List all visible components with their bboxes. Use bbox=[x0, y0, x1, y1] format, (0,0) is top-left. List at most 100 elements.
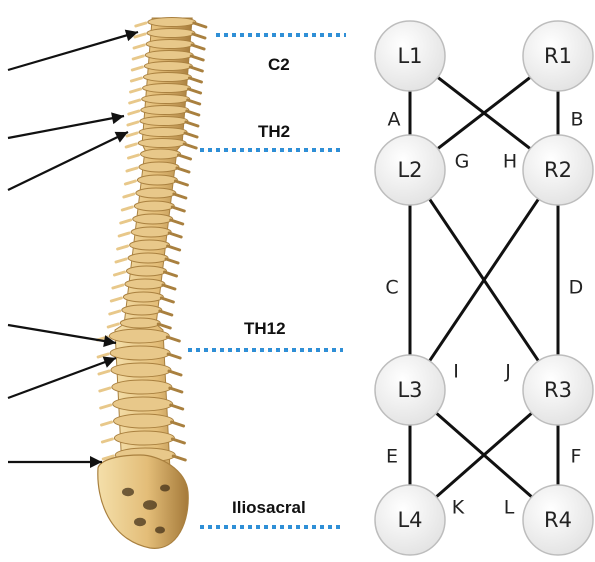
vertebra bbox=[133, 214, 173, 224]
vertebra-process bbox=[125, 181, 135, 184]
vertebra bbox=[143, 84, 191, 93]
vertebra bbox=[148, 18, 196, 27]
vertebra-process bbox=[175, 181, 187, 185]
vertebra-process bbox=[166, 259, 178, 263]
vertebra-process bbox=[169, 233, 181, 237]
vertebra-process bbox=[169, 371, 181, 375]
sacral-foramen bbox=[160, 485, 170, 492]
edge-label-j: J bbox=[504, 361, 511, 383]
vertebra-process bbox=[98, 354, 108, 357]
vertebra bbox=[112, 380, 172, 394]
vertebra bbox=[126, 266, 166, 276]
vertebra-process bbox=[189, 78, 201, 82]
vertebra-process bbox=[177, 168, 189, 172]
vertebra bbox=[145, 51, 193, 60]
vertebra bbox=[146, 40, 194, 49]
vertebra-process bbox=[134, 45, 144, 48]
vertebra-process bbox=[171, 220, 183, 224]
sacral-foramen bbox=[134, 518, 146, 526]
vertebra bbox=[140, 117, 188, 126]
edge-label-g: G bbox=[455, 151, 470, 173]
vertebra bbox=[138, 139, 186, 148]
edge-label-e: E bbox=[386, 446, 398, 468]
level-label-th12: TH12 bbox=[244, 319, 286, 338]
node-l4: L4 bbox=[375, 485, 445, 555]
vertebra-process bbox=[186, 122, 198, 126]
vertebra-process bbox=[187, 111, 199, 115]
vertebra-process bbox=[135, 34, 145, 37]
vertebra bbox=[114, 431, 174, 445]
vertebra-process bbox=[184, 144, 196, 148]
edge-label-d: D bbox=[569, 277, 584, 299]
vertebra bbox=[147, 29, 195, 38]
vertebra bbox=[111, 363, 171, 377]
vertebra bbox=[136, 188, 176, 198]
edge-label-f: F bbox=[571, 446, 582, 468]
node-label: R3 bbox=[544, 378, 572, 402]
vertebra bbox=[139, 128, 187, 137]
vertebra-process bbox=[188, 100, 200, 104]
vertebra bbox=[114, 414, 174, 428]
node-label: R4 bbox=[544, 508, 572, 532]
sacrum bbox=[98, 455, 188, 548]
pointer-arrow-line bbox=[8, 116, 124, 138]
vertebra bbox=[141, 149, 181, 159]
vertebra-process bbox=[130, 100, 140, 103]
level-markers: C2 TH2 TH12 Iliosacral bbox=[188, 35, 346, 527]
vertebra bbox=[122, 305, 162, 315]
vertebra bbox=[142, 95, 190, 104]
pointer-arrow-line bbox=[8, 32, 138, 70]
vertebra-process bbox=[122, 207, 132, 210]
level-label-iliosacral: Iliosacral bbox=[232, 498, 306, 517]
vertebra-process bbox=[113, 285, 123, 288]
vertebra-process bbox=[119, 233, 129, 236]
vertebra-process bbox=[131, 78, 141, 81]
vertebra-process bbox=[124, 194, 134, 197]
vertebra-process bbox=[167, 337, 179, 341]
vertebra-process bbox=[132, 67, 142, 70]
vertebra bbox=[139, 162, 179, 172]
vertebra-process bbox=[194, 23, 206, 27]
vertebra-process bbox=[192, 45, 204, 49]
vertebra-process bbox=[127, 133, 137, 136]
vertebra-process bbox=[164, 272, 176, 276]
node-l1: L1 bbox=[375, 21, 445, 91]
vertebra-process bbox=[191, 56, 203, 60]
node-l3: L3 bbox=[375, 355, 445, 425]
vertebra-process bbox=[133, 56, 143, 59]
node-label: L1 bbox=[397, 44, 422, 68]
vertebra-process bbox=[189, 89, 201, 93]
vertebra-process bbox=[185, 133, 197, 137]
node-r1: R1 bbox=[523, 21, 593, 91]
vertebra-process bbox=[160, 311, 172, 315]
edge-label-k: K bbox=[452, 497, 465, 519]
vertebra-process bbox=[174, 194, 186, 198]
edge-label-i: I bbox=[453, 361, 459, 383]
sacral-foramen bbox=[143, 500, 157, 510]
edge-label-h: H bbox=[503, 151, 517, 173]
node-label: L2 bbox=[397, 158, 422, 182]
vertebra-process bbox=[168, 246, 180, 250]
vertebra-process bbox=[102, 439, 112, 442]
node-label: L3 bbox=[397, 378, 422, 402]
vertebra-process bbox=[111, 298, 121, 301]
vertebra-process bbox=[118, 246, 128, 249]
node-l2: L2 bbox=[375, 135, 445, 205]
vertebra bbox=[137, 175, 177, 185]
vertebra-process bbox=[163, 285, 175, 289]
vertebra-process bbox=[110, 311, 120, 314]
vertebra bbox=[143, 73, 191, 82]
vertebra-process bbox=[127, 168, 137, 171]
pointer-arrow-line bbox=[8, 325, 116, 343]
vertebra-process bbox=[168, 354, 180, 358]
vertebra-process bbox=[129, 155, 139, 158]
spine-illustration bbox=[97, 18, 206, 549]
vertebra-process bbox=[193, 34, 205, 38]
vertebra-process bbox=[170, 388, 182, 392]
vertebra bbox=[110, 346, 170, 360]
vertebra-process bbox=[131, 89, 141, 92]
vertebra-process bbox=[172, 439, 184, 443]
sacral-foramen bbox=[122, 488, 134, 496]
vertebra bbox=[120, 318, 160, 328]
